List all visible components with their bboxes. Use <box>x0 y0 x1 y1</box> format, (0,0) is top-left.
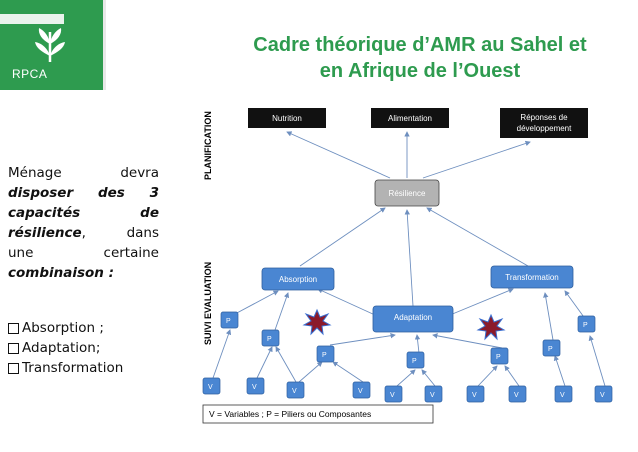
intro-word: une <box>8 245 34 261</box>
checkbox-icon <box>8 342 19 354</box>
intro-line-5: une certaine <box>8 243 159 263</box>
planification-label: PLANIFICATION <box>203 111 213 180</box>
intro-line-3: capacités de <box>8 203 159 223</box>
variable-node: V <box>594 385 613 403</box>
intro-line-1: Ménage devra <box>8 163 159 183</box>
variable-node-label: V <box>514 392 519 399</box>
variable-node-label: V <box>390 392 395 399</box>
intro-line-2: disposer des 3 <box>8 183 159 203</box>
legend-box: V = Variables ; P = Piliers ou Composant… <box>202 404 434 424</box>
top-box-nutrition-label: Nutrition <box>272 114 302 123</box>
variable-node-label: V <box>600 392 605 399</box>
intro-paragraph: Ménage devra disposer des 3 capacités de… <box>8 163 159 283</box>
page-title: Cadre théorique d’AMR au Sahel et en Afr… <box>215 32 625 84</box>
shock-star-icon <box>302 308 332 336</box>
framework-diagram: PLANIFICATION SUIVI EVALUATION <box>202 108 613 424</box>
checkbox-icon <box>8 362 19 374</box>
pillar-node: P <box>316 345 335 363</box>
intro-line-6: combinaison : <box>8 265 115 281</box>
absorption-label: Absorption <box>279 275 317 284</box>
intro-word: dans <box>126 225 159 241</box>
top-box-nutrition: Nutrition <box>248 108 326 128</box>
intro-word: de <box>140 205 159 221</box>
variable-node: V <box>384 385 403 403</box>
pillar-nodes: P P P P P P P <box>220 311 596 369</box>
variable-nodes: V V V V V V V V V V <box>202 377 613 403</box>
adaptation-node: Adaptation <box>372 305 454 333</box>
rpca-logo: RPCA <box>0 0 106 90</box>
variable-node: V <box>466 385 485 403</box>
intro-word: disposer <box>8 185 74 201</box>
logo-text: RPCA <box>12 67 48 81</box>
top-box-reponses-line1: Réponses de <box>520 113 568 122</box>
transformation-node: Transformation <box>490 265 574 289</box>
transformation-label: Transformation <box>505 273 559 282</box>
intro-word: capacités <box>8 205 81 221</box>
variable-node: V <box>352 381 371 399</box>
resilience-node: Résilience <box>374 179 440 207</box>
pillar-node-label: P <box>226 318 231 325</box>
list-item-label: Transformation <box>22 360 124 376</box>
variable-node-label: V <box>430 392 435 399</box>
checkbox-icon <box>8 322 19 334</box>
capacity-list: Absorption ; Adaptation ; Transformation <box>8 318 123 378</box>
intro-word: certaine <box>103 245 159 261</box>
pillar-node: P <box>542 339 561 357</box>
intro-word: 3 <box>149 185 160 201</box>
intro-word: Ménage <box>8 165 62 181</box>
list-item: Adaptation ; <box>8 338 123 358</box>
pillar-node-label: P <box>412 358 417 365</box>
pillar-node: P <box>220 311 239 329</box>
pillar-node: P <box>261 329 280 347</box>
pillar-node: P <box>406 351 425 369</box>
resilience-label: Résilience <box>389 189 426 198</box>
legend-text: V = Variables ; P = Piliers ou Composant… <box>209 409 371 419</box>
list-item-label: Adaptation <box>22 340 96 356</box>
variable-node: V <box>424 385 443 403</box>
logo-top-bar <box>0 14 64 24</box>
shock-star-icon <box>476 313 506 341</box>
suivi-evaluation-label: SUIVI EVALUATION <box>203 262 213 345</box>
intro-word: devra <box>120 165 159 181</box>
variable-node: V <box>202 377 221 395</box>
variable-node-label: V <box>292 388 297 395</box>
intro-word: des <box>97 185 125 201</box>
variable-node: V <box>286 381 305 399</box>
variable-node-label: V <box>358 388 363 395</box>
variable-node: V <box>554 385 573 403</box>
title-line-2: en Afrique de l’Ouest <box>319 60 521 82</box>
title-line-1: Cadre théorique d’AMR au Sahel et <box>253 34 587 56</box>
top-box-alimentation-label: Alimentation <box>388 114 432 123</box>
variable-node: V <box>508 385 527 403</box>
variable-node-label: V <box>560 392 565 399</box>
pillar-node-label: P <box>267 336 272 343</box>
intro-line-4: résilience, dans <box>8 223 159 243</box>
absorption-node: Absorption <box>261 267 335 291</box>
top-box-reponses-line2: développement <box>517 124 572 133</box>
pillar-node-label: P <box>583 322 588 329</box>
variable-node: V <box>246 377 265 395</box>
list-item-label: Absorption ; <box>22 320 104 336</box>
list-item: Absorption ; <box>8 318 123 338</box>
pillar-node-label: P <box>322 352 327 359</box>
list-item-suffix: ; <box>95 340 101 356</box>
top-box-reponses: Réponses de développement <box>500 108 588 138</box>
intro-word: résilience <box>8 225 82 241</box>
top-box-alimentation: Alimentation <box>371 108 449 128</box>
variable-node-label: V <box>208 384 213 391</box>
pillar-node-label: P <box>548 346 553 353</box>
wheat-icon <box>35 28 65 62</box>
pillar-node: P <box>490 347 509 365</box>
pillar-node: P <box>577 315 596 333</box>
adaptation-label: Adaptation <box>394 313 432 322</box>
intro-word: , <box>81 225 86 241</box>
connector-arrows <box>212 131 606 387</box>
variable-node-label: V <box>472 392 477 399</box>
variable-node-label: V <box>252 384 257 391</box>
list-item: Transformation <box>8 358 123 378</box>
pillar-node-label: P <box>496 354 501 361</box>
